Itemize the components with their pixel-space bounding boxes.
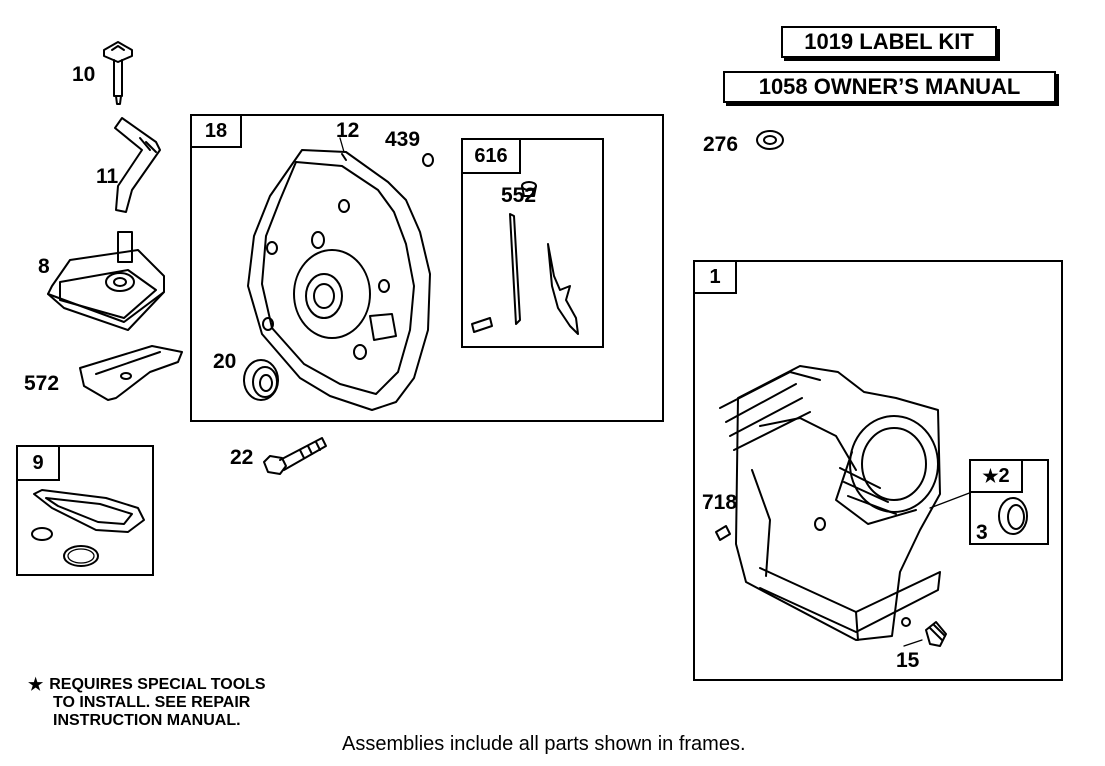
gasket-set-frame-tag: 9 [16, 445, 60, 481]
governor-cup-drawing [521, 181, 537, 197]
dipstick-cap-drawing [103, 41, 133, 105]
part-label-11: 11 [96, 165, 119, 188]
governor-frame [461, 138, 604, 348]
governor-frame-tag: 616 [461, 138, 521, 174]
label-kit-text: 1019 LABEL KIT [804, 29, 974, 54]
bushing-frame-number: 2 [998, 465, 1010, 487]
part-label-276: 276 [703, 133, 739, 156]
footer-note: Assemblies include all parts shown in fr… [342, 733, 746, 755]
cover-frame [190, 114, 664, 422]
gasket-set-frame [16, 445, 154, 576]
part-label-8: 8 [38, 255, 50, 278]
part-label-3: 3 [976, 521, 988, 544]
dowel-pin-drawing [715, 525, 731, 541]
cylinder-frame [693, 260, 1063, 681]
cylinder-frame-tag: 1 [693, 260, 737, 294]
note-line-2: TO INSTALL. SEE REPAIR [53, 694, 251, 711]
breather-cover-drawing [47, 231, 165, 331]
note-line-1: REQUIRES SPECIAL TOOLS [49, 676, 266, 693]
part-label-718: 718 [702, 491, 738, 514]
owners-manual-box: 1058 OWNER’S MANUAL [723, 71, 1056, 103]
bushing-seal-drawing [998, 497, 1028, 535]
part-label-439: 439 [385, 128, 421, 151]
part-label-572: 572 [24, 372, 60, 395]
part-label-15: 15 [896, 649, 920, 672]
cover-frame-tag: 18 [190, 114, 242, 148]
special-tools-note: ★ REQUIRES SPECIAL TOOLS TO INSTALL. SEE… [28, 676, 266, 730]
oil-seal-drawing [243, 359, 279, 401]
dipstick-tube-drawing [114, 117, 161, 213]
gasket-set-drawing [31, 489, 145, 567]
star-icon: ★ [28, 675, 44, 694]
crankcase-cover-drawing [247, 149, 431, 411]
bolt-drawing [263, 437, 327, 475]
part-label-20: 20 [213, 350, 237, 373]
governor-shaft-drawing [471, 213, 579, 335]
bushing-frame-tag: ★2 [969, 459, 1023, 493]
part-label-10: 10 [72, 63, 96, 86]
breather-plate-drawing [79, 345, 183, 401]
note-line-3: INSTRUCTION MANUAL. [53, 712, 241, 729]
part-label-12: 12 [336, 119, 360, 142]
cylinder-block-drawing [719, 365, 941, 641]
plug-drawing [925, 621, 947, 647]
star-icon: ★ [982, 466, 999, 486]
part-label-552: 552 [501, 184, 537, 207]
part-label-22: 22 [230, 446, 254, 469]
label-kit-box: 1019 LABEL KIT [781, 26, 997, 58]
o-ring-drawing [422, 153, 434, 167]
owners-manual-text: 1058 OWNER’S MANUAL [758, 74, 1021, 99]
washer-drawing [756, 130, 784, 150]
